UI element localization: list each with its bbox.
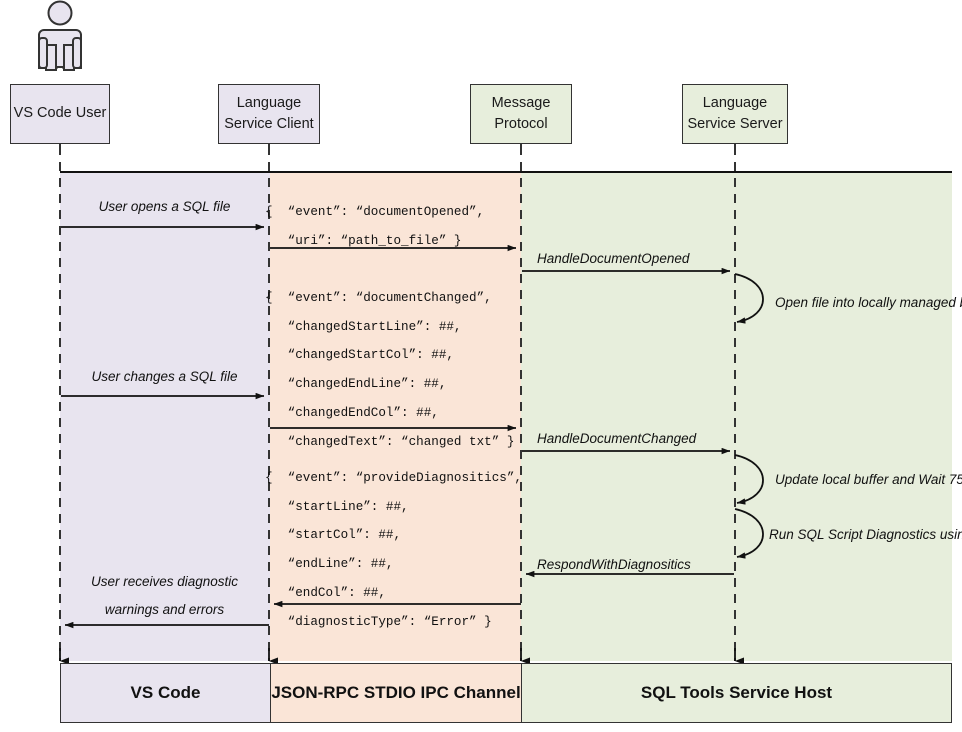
- self-note-run-diagnostics: Run SQL Script Diagnostics using SQL Par…: [769, 527, 962, 542]
- self-loop-open-file: [734, 273, 764, 324]
- band-vs-code: [60, 172, 270, 661]
- message-label-user-opens-sql-file: User opens a SQL file: [98, 199, 231, 214]
- json-payload-document-opened: { “event”: “documentOpened”, “uri”: “pat…: [265, 205, 485, 248]
- box-stems: [59, 144, 736, 152]
- lifeline-header-language-service-server[interactable]: Language Service Server: [682, 84, 788, 144]
- footer-cell-vs-code-label: VS Code: [130, 683, 201, 702]
- lifeline-header-language-service-client-line2: Service Client: [224, 116, 314, 132]
- lifeline-header-vs-code-user[interactable]: VS Code User: [10, 84, 110, 144]
- footer-cell-sql-tools-host-label: SQL Tools Service Host: [640, 683, 833, 702]
- self-call-loops: [734, 273, 764, 559]
- footer-cell-jsonrpc-label: JSON-RPC STDIO IPC Channel: [271, 683, 521, 702]
- message-label-user-receives-diagnostics-line2: warnings and errors: [104, 602, 225, 617]
- json-payload-document-changed: { “event”: “documentChanged”, “changedSt…: [265, 291, 515, 449]
- message-label-user-receives-diagnostics-line1: User receives diagnostic: [90, 574, 239, 589]
- lifeline-header-message-protocol-line1: Message: [491, 94, 551, 111]
- message-arrows: [61, 223, 734, 629]
- footer-cell-jsonrpc[interactable]: JSON-RPC STDIO IPC Channel: [270, 663, 522, 723]
- vs-code-user-actor: [38, 0, 82, 71]
- lifeline-header-message-protocol-line2: Protocol: [494, 116, 548, 132]
- lifeline-header-vs-code-user-label: VS Code User: [13, 105, 107, 122]
- lifeline-header-language-service-client-line1: Language: [236, 94, 302, 111]
- band-sql-tools-host: [521, 172, 952, 661]
- lifeline-header-message-protocol[interactable]: Message Protocol: [470, 84, 572, 144]
- self-note-update-buffer: Update local buffer and Wait 750ms: [775, 472, 962, 487]
- message-label-handle-document-opened: HandleDocumentOpened: [537, 251, 690, 266]
- band-ipc-channel: [270, 172, 521, 661]
- message-label-user-changes-sql-file: User changes a SQL file: [91, 369, 238, 384]
- self-loop-run-diagnostics: [734, 508, 764, 559]
- self-note-open-file: Open file into locally managed buffer: [775, 295, 962, 310]
- footer-cell-sql-tools-host[interactable]: SQL Tools Service Host: [521, 663, 952, 723]
- message-label-respond-with-diagnostics: RespondWithDiagnositics: [537, 557, 691, 572]
- message-label-handle-document-changed: HandleDocumentChanged: [537, 431, 697, 446]
- swimlane-bands: [60, 172, 952, 661]
- self-loop-update-buffer: [734, 454, 764, 505]
- lifeline-terminators: [59, 648, 745, 665]
- lifelines-dashed: [59, 146, 736, 661]
- json-payload-provide-diagnostics: { “event”: “provideDiagnositics”, “start…: [265, 471, 522, 629]
- footer-cell-vs-code[interactable]: VS Code: [60, 663, 271, 723]
- lifeline-header-language-service-client[interactable]: Language Service Client: [218, 84, 320, 144]
- lifeline-header-language-service-server-line2: Service Server: [687, 116, 783, 132]
- lifeline-header-language-service-server-line1: Language: [702, 94, 768, 111]
